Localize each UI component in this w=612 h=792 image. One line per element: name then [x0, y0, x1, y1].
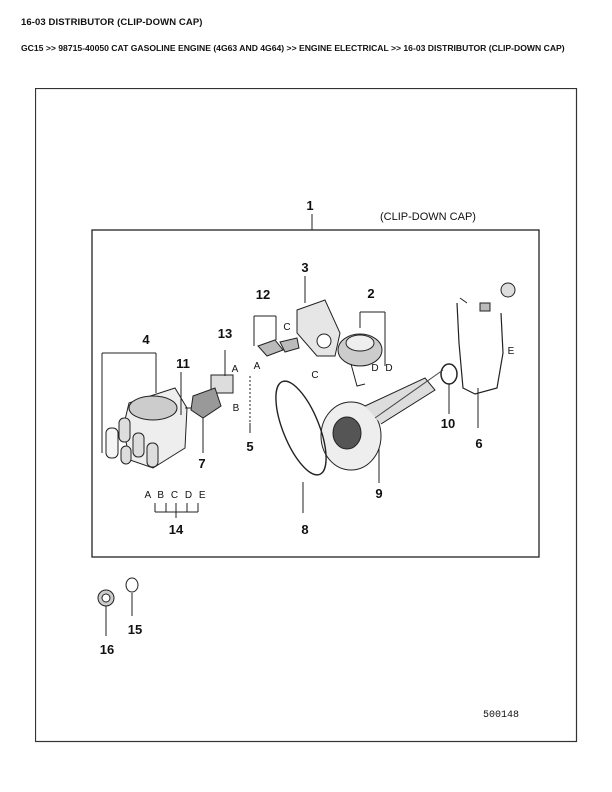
callout-12: 12	[256, 287, 270, 302]
label-B: B	[233, 403, 240, 414]
callout-6: 6	[475, 436, 482, 451]
callout-8: 8	[301, 522, 308, 537]
label-E: E	[508, 346, 515, 357]
label-D-1: D	[371, 363, 378, 374]
label-D-2: D	[385, 363, 392, 374]
callout-4: 4	[142, 332, 150, 347]
callout-5: 5	[246, 439, 253, 454]
callout-3: 3	[301, 260, 308, 275]
callout-14: 14	[169, 522, 184, 537]
callout-7: 7	[198, 456, 205, 471]
legend-14-letters: A B C D E	[144, 490, 207, 501]
callout-16: 16	[100, 642, 114, 657]
assembly-caption: (CLIP-DOWN CAP)	[380, 211, 476, 223]
callout-1: 1	[306, 198, 313, 213]
housing-part	[320, 369, 444, 483]
callout-9: 9	[375, 486, 382, 501]
washer-part	[125, 577, 139, 616]
o-ring-part	[440, 363, 458, 414]
outer-frame	[35, 88, 578, 743]
label-C-2: C	[311, 370, 318, 381]
diagram-canvas: 1 (CLIP-DOWN CAP) 4 11 13 7 12	[35, 88, 578, 743]
part-14-legend: A B C D E	[144, 490, 207, 518]
callout-15: 15	[128, 622, 142, 637]
plate-part	[296, 276, 341, 357]
part-12	[253, 315, 300, 357]
figure-number: 500148	[483, 710, 519, 721]
page-title: 16-03 DISTRIBUTOR (CLIP-DOWN CAP)	[21, 17, 203, 28]
assembly-frame	[91, 229, 540, 558]
callout-13: 13	[218, 326, 232, 341]
part-13	[210, 350, 234, 394]
callout-11: 11	[176, 356, 190, 371]
rotor-part	[190, 387, 222, 453]
exploded-parts-diagram: 1 (CLIP-DOWN CAP) 4 11 13 7 12	[35, 88, 578, 743]
clip-ring-part	[275, 380, 327, 513]
callout-10: 10	[441, 416, 455, 431]
vacuum-unit-part	[337, 311, 386, 387]
label-A-2: A	[254, 361, 261, 372]
distributor-cap-part	[101, 352, 193, 469]
label-C-1: C	[283, 322, 290, 333]
callout-2: 2	[367, 286, 374, 301]
harness-part	[456, 282, 516, 428]
breadcrumb: GC15 >> 98715-40050 CAT GASOLINE ENGINE …	[21, 43, 565, 53]
label-A-1: A	[232, 364, 239, 375]
nut-part	[97, 589, 115, 636]
